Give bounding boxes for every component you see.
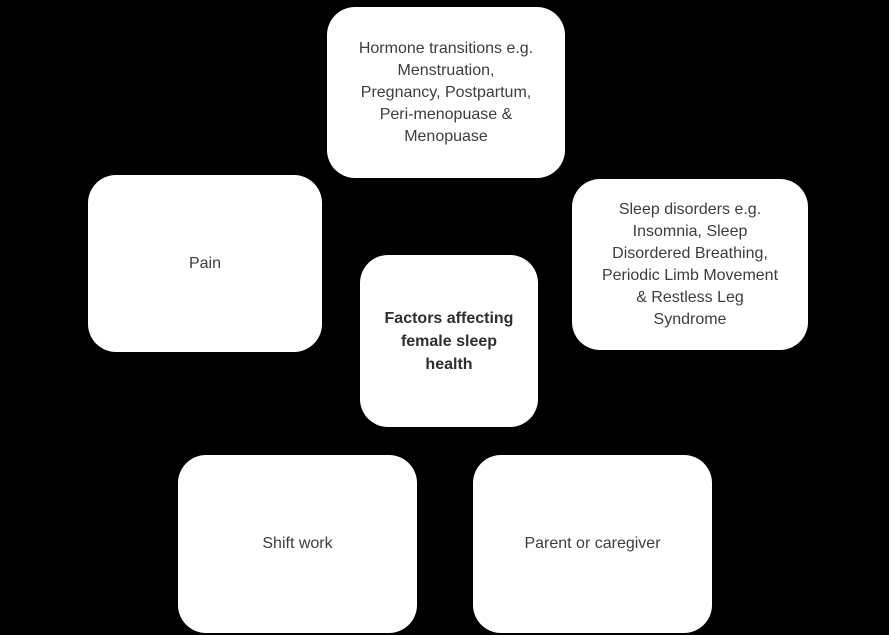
node-pain: Pain — [88, 175, 322, 352]
node-factors-affecting-female-sleep-health: Factors affecting female sleep health — [360, 255, 538, 427]
node-shift-work: Shift work — [178, 455, 417, 633]
node-sleep-disorders-label: Sleep disorders e.g. Insomnia, Sleep Dis… — [601, 200, 779, 328]
node-hormone-transitions-label: Hormone transitions e.g. Menstruation, P… — [358, 39, 534, 145]
node-center-label: Factors affecting female sleep health — [384, 309, 514, 373]
node-parent-or-caregiver: Parent or caregiver — [473, 455, 712, 633]
node-shift-work-label: Shift work — [262, 535, 333, 552]
node-hormone-transitions: Hormone transitions e.g. Menstruation, P… — [327, 7, 565, 178]
node-pain-label: Pain — [188, 254, 222, 272]
node-parent-or-caregiver-label: Parent or caregiver — [524, 535, 661, 552]
node-sleep-disorders: Sleep disorders e.g. Insomnia, Sleep Dis… — [572, 179, 808, 350]
